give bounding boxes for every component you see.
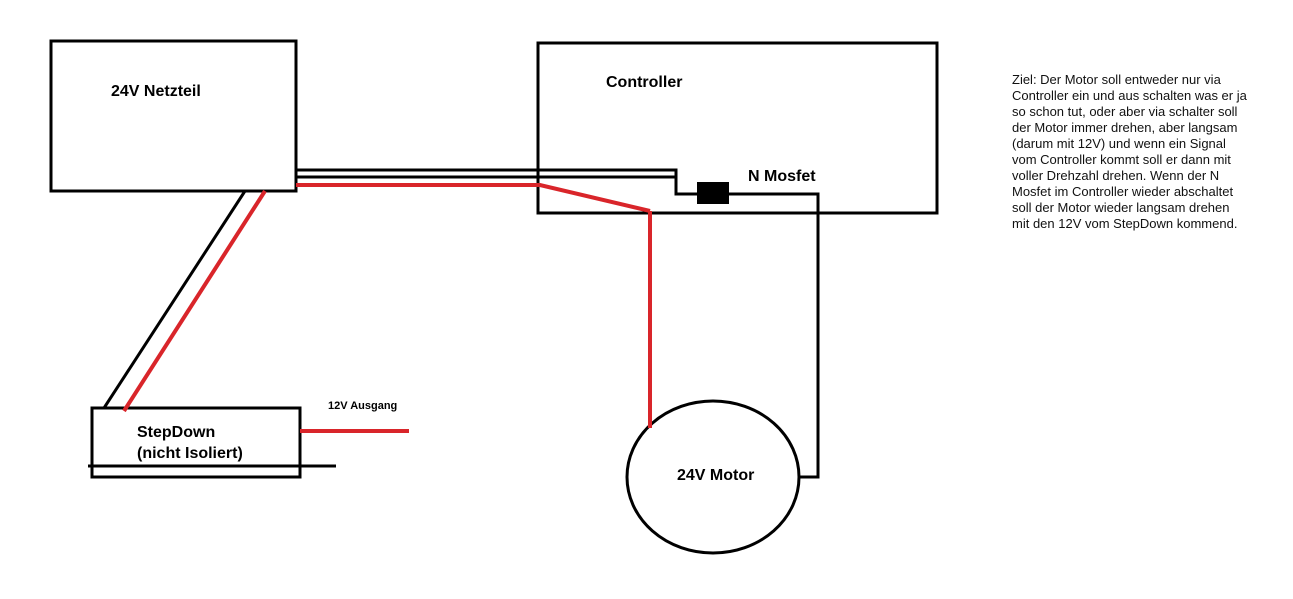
stepdown-box — [90, 406, 302, 479]
note-line: Controller ein und aus schalten was er j… — [1012, 88, 1247, 103]
red-wires — [122, 183, 652, 433]
note-line: voller Drehzahl drehen. Wenn der N — [1012, 168, 1220, 183]
power-supply-label: 24V Netzteil — [111, 83, 201, 100]
note-line: der Motor immer drehen, aber langsam — [1012, 120, 1238, 135]
controller-label: Controller — [606, 74, 683, 91]
black-wire-controller-to-mosfet — [538, 168, 698, 196]
stepdown-label-line1: StepDown — [137, 424, 216, 441]
goal-note: Ziel: Der Motor soll entweder nur via Co… — [1012, 72, 1282, 232]
output-label: 12V Ausgang — [328, 400, 398, 412]
black-wires — [88, 168, 820, 479]
note-line: mit den 12V vom StepDown kommend. — [1012, 216, 1238, 231]
stepdown-label-line2: (nicht Isoliert) — [137, 445, 243, 462]
note-line: Ziel: Der Motor soll entweder nur via — [1012, 72, 1221, 87]
power-supply-box — [49, 39, 298, 193]
red-wire-ps-stepdown — [122, 189, 267, 413]
note-line: vom Controller kommt soll er dann mit — [1012, 152, 1231, 167]
red-wire-ps-controller — [296, 183, 651, 213]
note-line: soll der Motor wieder langsam drehen — [1012, 200, 1230, 215]
controller-box — [536, 41, 939, 215]
note-line: (darum mit 12V) und wenn ein Signal — [1012, 136, 1226, 151]
mosfet-component — [697, 182, 729, 204]
mosfet-label: N Mosfet — [748, 168, 816, 185]
black-wire-ps-stepdown — [102, 190, 247, 409]
motor-label: 24V Motor — [677, 467, 755, 484]
note-line: so schon tut, oder aber via schalter sol… — [1012, 104, 1238, 119]
note-line: Mosfet im Controller wieder abschaltet — [1012, 184, 1234, 199]
black-wire-mosfet-to-motor — [729, 192, 820, 479]
